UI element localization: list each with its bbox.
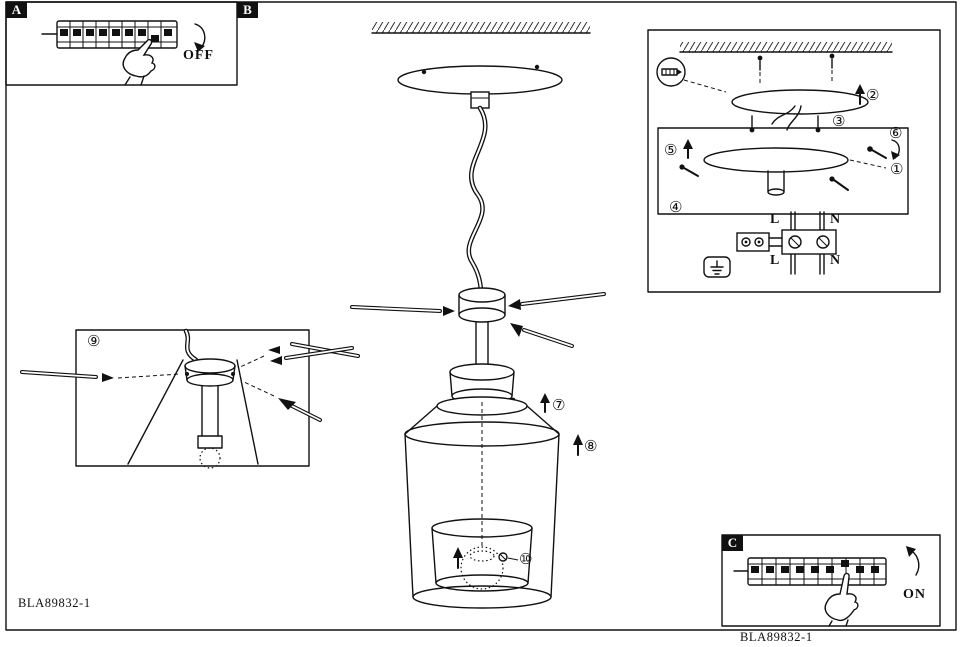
pendant-cable [466, 105, 488, 293]
breaker-off-label: OFF [183, 48, 214, 63]
breaker-modules [69, 21, 162, 48]
step-5-marker: ⑤ [664, 141, 678, 159]
shade-detail-rods [20, 342, 360, 422]
panel-b-label: B [237, 2, 258, 18]
step2-arrow [855, 84, 865, 105]
canopy-drawing [397, 64, 563, 109]
step10-screw [498, 552, 519, 562]
hand-icon [824, 572, 859, 622]
step-8-marker: ⑧ [584, 437, 598, 455]
part-number: BLA89832-1 [18, 596, 91, 610]
inset-mounting-border [647, 29, 941, 293]
earth-symbol-icon [703, 256, 731, 278]
bulb-insert-arrow [453, 547, 463, 569]
breaker-toggles [60, 29, 172, 42]
panel-c-label: C [722, 535, 743, 551]
breaker-drawing-on [733, 546, 920, 627]
shade-detail-cone [127, 359, 259, 469]
part-number-footer: BLA89832-1 [740, 630, 813, 644]
step5-arrow [683, 139, 693, 159]
step7-arrow [540, 393, 550, 413]
step6-screw-arrow [867, 139, 900, 160]
pendant-stem [475, 321, 489, 369]
terminal-label-l-bottom: L [770, 253, 780, 268]
support-rods [350, 292, 606, 348]
hand-icon [122, 38, 156, 78]
plate-screw [829, 176, 849, 191]
ceiling-hatch-inset [679, 42, 893, 53]
rod-hub [458, 287, 506, 323]
step-9-marker: ⑨ [87, 332, 101, 350]
curved-arrow-icon [906, 546, 920, 576]
wall-plug-icon [656, 57, 727, 93]
glass-shade-outer [404, 433, 560, 609]
breaker-on-label: ON [903, 587, 926, 602]
shade-detail-fitting [184, 358, 236, 387]
panel-b-border [5, 1, 957, 631]
step-7-marker: ⑦ [552, 396, 566, 414]
step-2-marker: ② [866, 86, 880, 104]
ceiling-hatch-main [371, 22, 591, 34]
step8-arrow [573, 434, 583, 456]
step-1-marker: ① [890, 160, 904, 178]
inset-shade-border [75, 329, 310, 467]
breaker-drawing-off [41, 20, 206, 86]
terminal-label-l-top: L [770, 212, 780, 227]
step-6-marker: ⑥ [889, 124, 903, 142]
bulb [460, 402, 504, 590]
panel-c-border [721, 534, 941, 627]
step-3-marker: ③ [832, 112, 846, 130]
canopy-with-screws [731, 53, 869, 133]
anchor-screw [679, 164, 699, 177]
terminal-block [736, 229, 837, 255]
mounting-plate [703, 147, 887, 196]
curved-arrow-icon [194, 23, 206, 52]
step-4-marker: ④ [669, 198, 683, 216]
step-10-marker: ⑩ [519, 550, 533, 568]
terminal-label-n-top: N [830, 212, 841, 227]
panel-a-label: A [6, 2, 27, 18]
terminal-label-n-bottom: N [830, 253, 841, 268]
breaker-toggles [751, 560, 879, 573]
panel-a-border [5, 1, 238, 86]
inset-mounting-inner-border [657, 127, 909, 215]
supply-wires [790, 211, 825, 275]
shade-detail-cable [183, 328, 199, 363]
glass-shade-inner [431, 518, 533, 592]
